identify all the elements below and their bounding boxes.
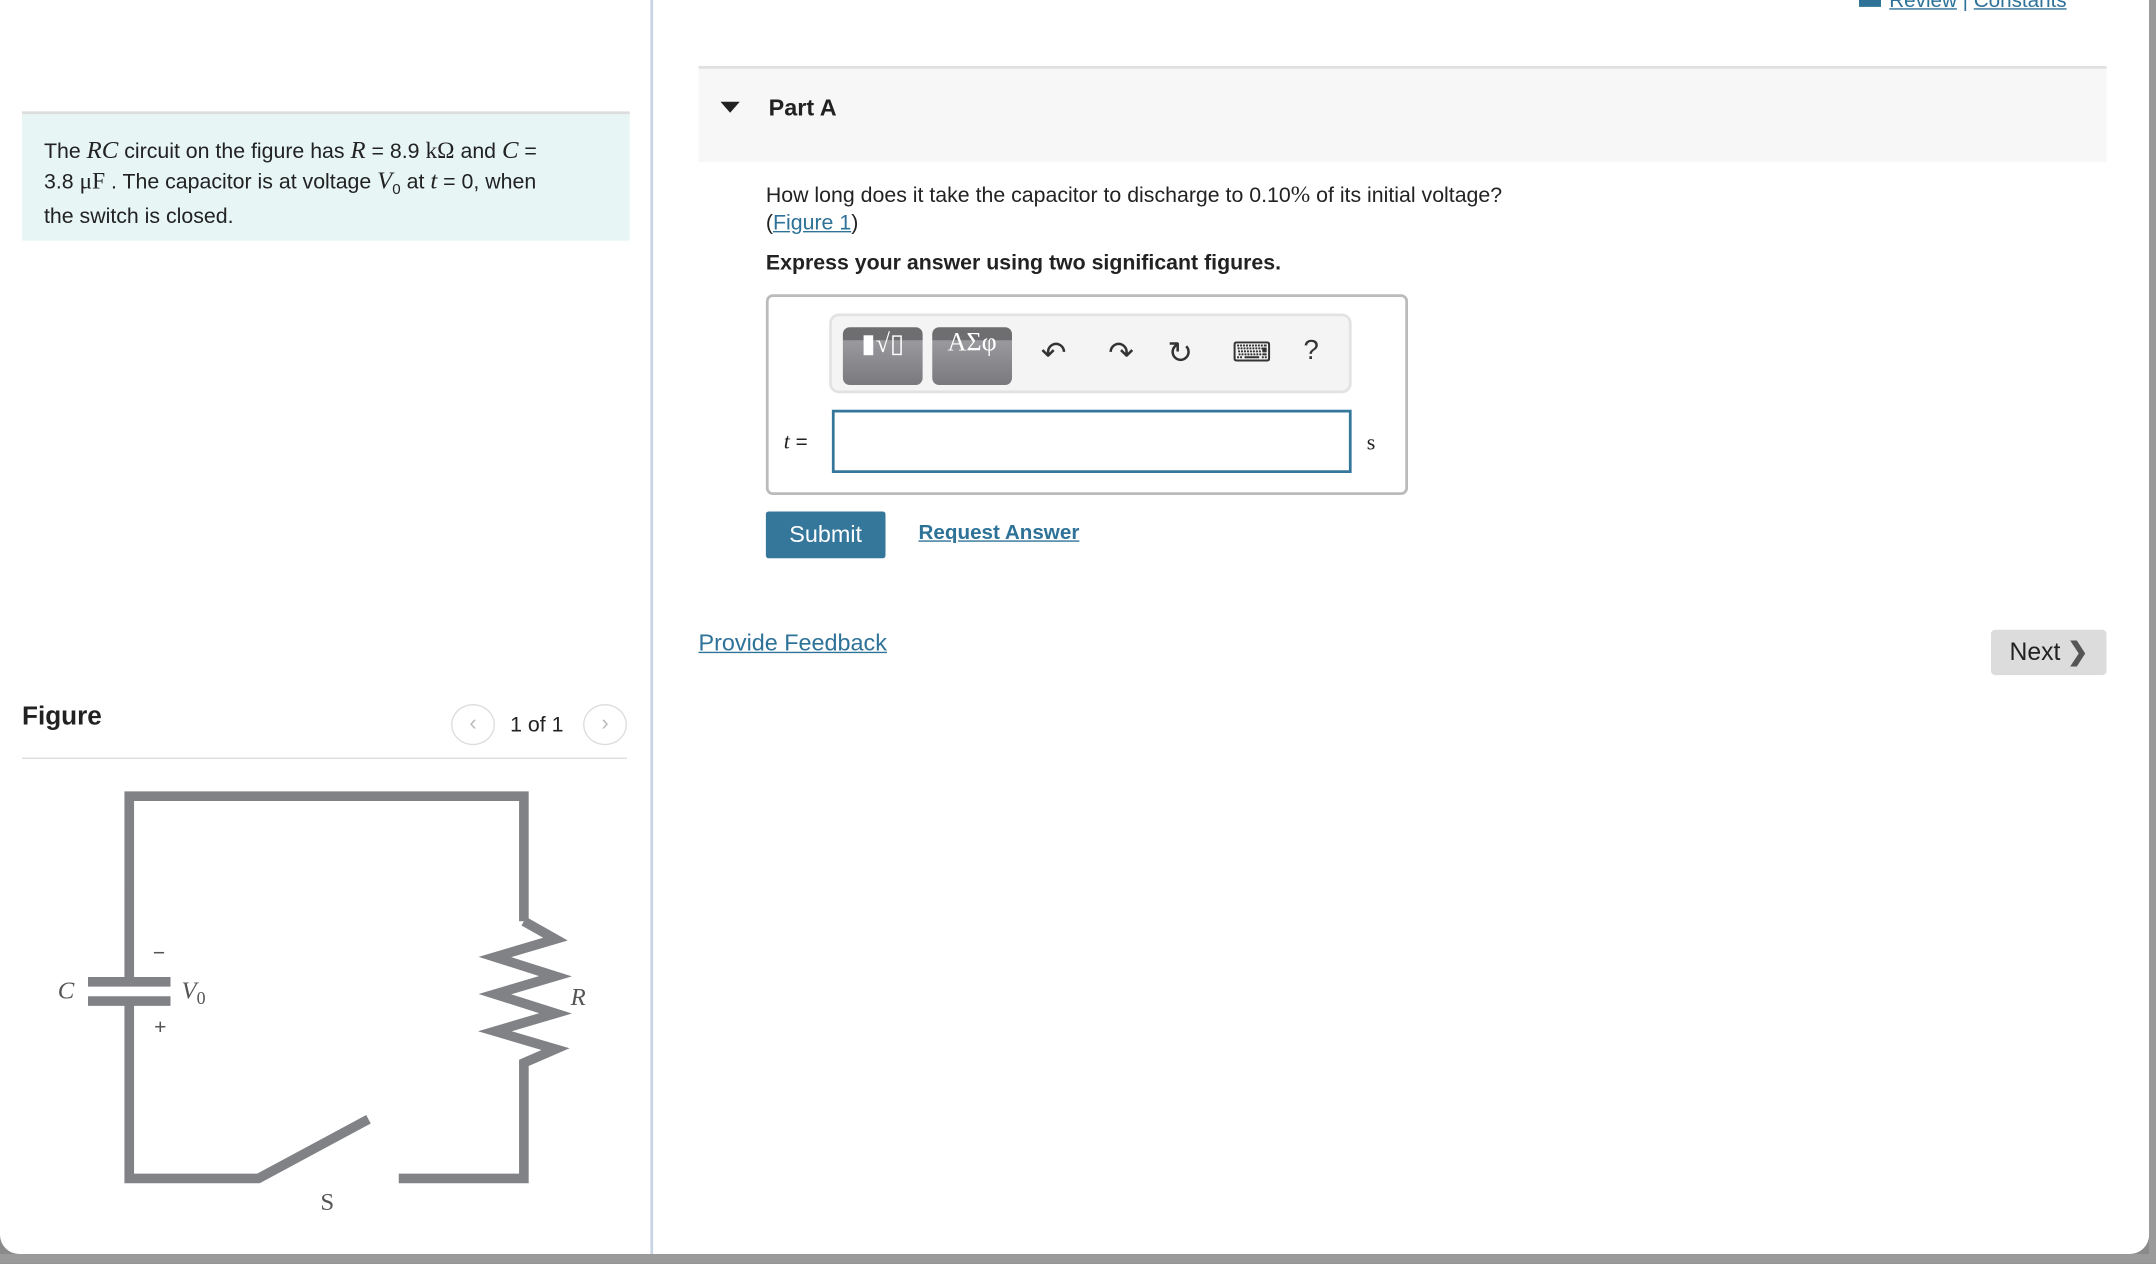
undo-icon[interactable]: ↶ — [1040, 335, 1067, 370]
panel-divider — [650, 0, 654, 1254]
label-s: S — [320, 1189, 334, 1216]
label-c: C — [58, 977, 75, 1004]
constants-link[interactable]: Constants — [1973, 0, 2067, 13]
instruction: Express your answer using two significan… — [765, 251, 1282, 275]
answer-label: t = — [783, 430, 808, 454]
request-answer-link[interactable]: Request Answer — [918, 521, 1080, 545]
top-links: Review | Constants — [1859, 0, 2067, 12]
symbols-button[interactable]: ΑΣφ — [932, 327, 1012, 385]
background-strip — [0, 1254, 2156, 1264]
review-link[interactable]: Review — [1889, 0, 1957, 13]
question-text: How long does it take the capacitor to d… — [765, 181, 1503, 236]
provide-feedback-link[interactable]: Provide Feedback — [698, 629, 887, 656]
figure-divider — [22, 757, 627, 759]
figure-counter: 1 of 1 — [510, 713, 564, 737]
next-button[interactable]: Next ❯ — [1991, 629, 2107, 676]
templates-button[interactable]: ▮√▯ — [842, 327, 923, 385]
figure-link[interactable]: Figure 1 — [772, 211, 852, 236]
part-a-header[interactable]: Part A — [698, 66, 2107, 163]
help-icon[interactable]: ? — [1303, 335, 1319, 366]
answer-input[interactable] — [831, 409, 1352, 473]
label-minus: − — [153, 940, 166, 965]
resistor-icon — [398, 917, 572, 1184]
problem-statement: The RC circuit on the figure has R = 8.9… — [22, 111, 630, 241]
redo-icon[interactable]: ↷ — [1108, 335, 1134, 370]
submit-button[interactable]: Submit — [765, 511, 886, 559]
chevron-right-icon[interactable]: › — [583, 704, 627, 746]
wire-top — [124, 791, 529, 984]
circuit-diagram: C V0 R S − + — [58, 791, 586, 1216]
chevron-right-icon: ❯ — [2067, 638, 2089, 666]
wire-bottom-left — [124, 1001, 371, 1184]
label-v0: V0 — [182, 977, 206, 1008]
unit-label: s — [1366, 431, 1376, 456]
book-icon — [1859, 0, 1882, 7]
label-r: R — [570, 984, 586, 1011]
answer-box — [765, 294, 1408, 495]
figure-title: Figure — [22, 702, 102, 732]
part-label: Part A — [768, 94, 837, 121]
chevron-left-icon[interactable]: ‹ — [451, 704, 495, 746]
collapse-triangle-icon — [720, 101, 740, 113]
keyboard-icon[interactable]: ⌨ — [1232, 338, 1272, 369]
separator: | — [1962, 0, 1969, 13]
window-edge — [2149, 0, 2156, 1264]
math-toolbar: ▮√▯ ΑΣφ ↶ ↷ ↻ ⌨ ? — [829, 313, 1352, 394]
reset-icon[interactable]: ↻ — [1167, 335, 1193, 370]
label-plus: + — [154, 1014, 167, 1039]
